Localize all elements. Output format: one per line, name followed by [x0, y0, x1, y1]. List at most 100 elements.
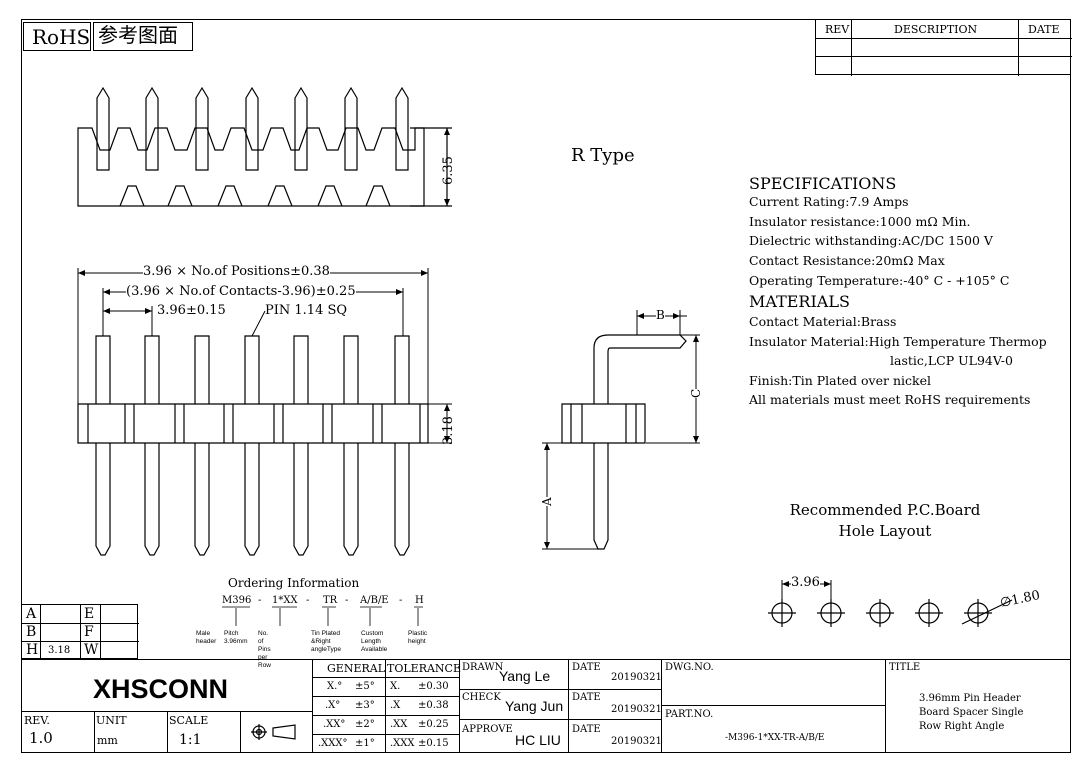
- description-header: DESCRIPTION: [894, 23, 978, 36]
- side-view-pin: [593, 334, 687, 550]
- rev-value: 1.0: [29, 729, 53, 747]
- unit-value: mm: [97, 734, 118, 747]
- r-type-label: R Type: [571, 145, 635, 166]
- scale-label: SCALE: [169, 714, 209, 727]
- rev-header: REV: [825, 23, 850, 36]
- top-view-pins: [96, 86, 409, 171]
- material-line: Contact Material:Brass: [749, 314, 897, 330]
- note-line: Available: [361, 646, 388, 653]
- dim-table-key: W: [84, 642, 99, 658]
- ordering-code-part: M396: [222, 595, 252, 606]
- ordering-code-part: -: [399, 595, 403, 606]
- note-line: Male: [196, 630, 211, 637]
- spec-line: Current Rating:7.9 Amps: [749, 194, 909, 209]
- note-line: &Right: [311, 638, 331, 645]
- material-line: Finish:Tin Plated over nickel: [749, 372, 931, 388]
- tol-cell: ±0.30: [418, 681, 449, 692]
- title-block: XHSCONN REV. 1.0 UNIT mm SCALE 1:1 GENER…: [21, 659, 1071, 753]
- check-name: Yang Jun: [505, 698, 564, 714]
- dim-c-label: C: [689, 388, 703, 398]
- top-view-body: [77, 127, 425, 207]
- front-view-separators: [87, 404, 421, 443]
- tol-cell: ±1°: [355, 738, 375, 749]
- date-header: DATE: [1028, 23, 1060, 36]
- ordering-leaders: [222, 606, 423, 626]
- check-label: CHECK: [462, 692, 501, 703]
- dim-table-key: E: [84, 606, 95, 622]
- spec-line: Dielectric withstanding:AC/DC 1500 V: [749, 233, 993, 249]
- dim-contacts-label: (3.96 × No.of Contacts-3.96)±0.25: [126, 284, 356, 299]
- tol-cell: ±0.25: [418, 719, 449, 730]
- dim-table-key: B: [26, 624, 37, 640]
- ordering-code-part: A/B/E: [360, 595, 389, 606]
- title-line: Board Spacer Single: [919, 707, 1024, 718]
- specifications-block: SPECIFICATIONS Current Rating:7.9 Amps I…: [749, 174, 1047, 412]
- tol-cell: ±0.38: [418, 700, 449, 711]
- tol-cell: ±3°: [355, 700, 375, 711]
- date-label: DATE: [572, 724, 601, 735]
- note-line: per Row: [258, 654, 272, 669]
- specifications-title: SPECIFICATIONS: [749, 174, 897, 193]
- dim-b-label: B: [656, 308, 665, 322]
- note-line: angleType: [311, 646, 341, 653]
- note-line: height: [408, 638, 426, 645]
- ordering-code-part: -: [258, 595, 262, 606]
- note-line: header: [196, 638, 217, 645]
- title-line: Row Right Angle: [919, 721, 1005, 732]
- dim-table-key: F: [84, 624, 94, 640]
- pcb-pitch-label: 3.96: [791, 575, 820, 590]
- part-no-value: -M396-1*XX-TR-A/B/E: [725, 733, 825, 743]
- tol-cell: .XXX°: [318, 738, 348, 749]
- tol-cell: .XXX: [390, 738, 415, 749]
- tol-cell: ±2°: [355, 719, 375, 730]
- projection-symbol-icon: [251, 724, 296, 740]
- date-label: DATE: [572, 662, 601, 673]
- rohs-badge-text: RoHS: [32, 25, 91, 49]
- tolerance-header: TOLERANCE: [387, 662, 461, 675]
- revision-table: REV DESCRIPTION DATE: [815, 19, 1072, 76]
- dim-pitch-label: 3.96±0.15: [157, 303, 226, 318]
- spec-line: Contact Resistance:20mΩ Max: [749, 253, 945, 269]
- dwg-no-label: DWG.NO.: [665, 662, 714, 673]
- date-value: 20190321: [611, 672, 662, 683]
- arrowheads: [78, 128, 831, 587]
- approve-label: APPROVE: [462, 724, 513, 735]
- tol-cell: .XX: [390, 719, 408, 730]
- front-view-body: [77, 403, 429, 444]
- drawing-frame: [21, 19, 1071, 753]
- materials-title: MATERIALS: [749, 292, 850, 312]
- tol-cell: X.°: [327, 681, 343, 692]
- date-label: DATE: [572, 692, 601, 703]
- ordering-code-part: H: [415, 595, 424, 606]
- pcb-caption: Recommended P.C.Board Hole Layout: [780, 500, 990, 542]
- reference-drawing-text: 参考图面: [98, 25, 178, 47]
- title-label: TITLE: [889, 662, 921, 673]
- tol-cell: ±5°: [355, 681, 375, 692]
- note-line: Plastic: [408, 630, 428, 637]
- dimension-table: A E B F H 3.18 W: [21, 604, 139, 660]
- dim-635-lines: [410, 127, 452, 207]
- tol-cell: X.: [390, 681, 401, 692]
- ordering-code-part: TR: [323, 595, 338, 606]
- ordering-title: Ordering Information: [228, 576, 360, 590]
- note-line: Pitch: [224, 630, 239, 637]
- rev-label: REV.: [24, 714, 50, 727]
- ordering-code-part: -: [345, 595, 349, 606]
- tol-cell: ±0.15: [418, 738, 449, 749]
- note-line: 3.96mm: [224, 638, 248, 645]
- date-value: 20190321: [611, 704, 662, 715]
- spec-line: Insulator resistance:1000 mΩ Min.: [749, 213, 971, 229]
- unit-label: UNIT: [96, 714, 127, 727]
- reference-drawing-badge: 参考图面: [93, 22, 193, 51]
- part-no-label: PART.NO.: [665, 709, 714, 720]
- side-view-dims: [542, 310, 700, 550]
- material-line: lastic,LCP UL94V-0: [890, 353, 1013, 369]
- pcb-holes: [768, 599, 1013, 627]
- material-line: Insulator Material:High Temperature Ther…: [749, 333, 1047, 349]
